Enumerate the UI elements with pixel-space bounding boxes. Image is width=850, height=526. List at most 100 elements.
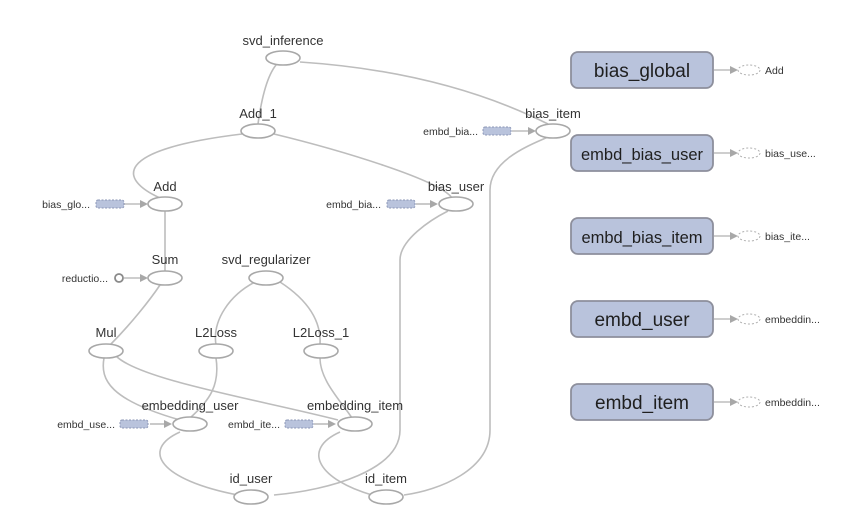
node-id-user[interactable]: id_user: [230, 471, 273, 505]
edge-l2loss-to-regularizer: [214, 281, 256, 346]
arrow-embd-bias-item: [528, 127, 536, 135]
node-embedding-item-shape: [337, 416, 373, 432]
arrow-aux-embd-bias-user: [730, 149, 738, 157]
node-add[interactable]: Add: [147, 179, 183, 212]
node-embedding-item-label: embedding_item: [307, 398, 403, 413]
edge-embuser-to-mul: [102, 357, 181, 421]
stub-embd-bias-user[interactable]: embd_bia...: [326, 199, 416, 211]
aux-node-embd-item[interactable]: embd_item embeddin...: [570, 383, 820, 421]
aux-node-embd-item-label: embd_item: [595, 393, 689, 414]
stub-embd-user[interactable]: embd_use...: [57, 419, 149, 431]
node-svd-regularizer[interactable]: svd_regularizer: [222, 252, 312, 286]
arrow-aux-bias-global: [730, 66, 738, 74]
node-bias-item-label: bias_item: [525, 106, 581, 121]
aux-node-embd-bias-user-output-ref: [737, 147, 761, 159]
stub-reduction-label: reductio...: [62, 273, 108, 285]
aux-node-embd-bias-item-output-ref: [737, 230, 761, 242]
node-l2loss[interactable]: L2Loss: [195, 325, 237, 359]
arrow-embd-item: [328, 420, 336, 428]
aux-node-embd-bias-user-output-label: bias_use...: [765, 148, 816, 160]
edge-bias-item-to-svd-inference: [299, 61, 549, 125]
edge-iditem-to-embitem: [318, 431, 373, 496]
node-add-label: Add: [153, 179, 176, 194]
node-svd-inference-shape: [265, 50, 301, 66]
stub-bias-global-label: bias_glo...: [42, 199, 90, 211]
aux-node-bias-global[interactable]: bias_global Add: [570, 51, 784, 89]
aux-node-bias-global-output-label: Add: [765, 65, 784, 77]
node-mul[interactable]: Mul: [88, 325, 124, 359]
stub-bias-global[interactable]: bias_glo...: [42, 199, 125, 211]
stub-embd-user-variable: [119, 419, 149, 429]
graph-edges: [102, 61, 732, 496]
node-l2loss-1[interactable]: L2Loss_1: [293, 325, 349, 359]
node-id-item-label: id_item: [365, 471, 407, 486]
stub-reduction[interactable]: reductio...: [62, 273, 124, 285]
stub-embd-bias-user-variable: [386, 199, 416, 209]
aux-node-embd-bias-item-label: embd_bias_item: [581, 229, 702, 247]
arrow-embd-bias-user: [430, 200, 438, 208]
stub-embd-bias-item-label: embd_bia...: [423, 126, 478, 138]
arrow-aux-embd-user: [730, 315, 738, 323]
node-sum-shape: [147, 270, 183, 286]
node-add-1-label: Add_1: [239, 106, 277, 121]
arrow-embd-user: [164, 420, 172, 428]
node-bias-user-label: bias_user: [428, 179, 485, 194]
node-id-item-shape: [368, 489, 404, 505]
node-id-user-shape: [233, 489, 269, 505]
aux-node-bias-global-output-ref: [737, 64, 761, 76]
aux-node-embd-bias-user-box: [570, 134, 714, 172]
node-add-1[interactable]: Add_1: [239, 106, 277, 139]
edge-mul-to-sum: [109, 284, 161, 346]
arrow-reduction: [140, 274, 148, 282]
node-embedding-item[interactable]: embedding_item: [307, 398, 403, 432]
stub-reduction-constant: [114, 273, 124, 283]
aux-node-embd-item-output-ref: [737, 396, 761, 408]
node-mul-shape: [88, 343, 124, 359]
stub-bias-global-variable: [95, 199, 125, 209]
node-svd-inference[interactable]: svd_inference: [243, 33, 324, 66]
aux-node-embd-item-box: [570, 383, 714, 421]
aux-node-embd-bias-user[interactable]: embd_bias_user bias_use...: [570, 134, 816, 172]
stub-embd-bias-user-label: embd_bia...: [326, 199, 381, 211]
node-embedding-user[interactable]: embedding_user: [142, 398, 240, 432]
stub-embd-item[interactable]: embd_ite...: [228, 419, 314, 431]
node-bias-user-shape: [438, 196, 474, 212]
node-l2loss-shape: [198, 343, 234, 359]
aux-node-embd-user-output-label: embeddin...: [765, 314, 820, 326]
node-id-item[interactable]: id_item: [365, 471, 407, 505]
node-bias-user[interactable]: bias_user: [428, 179, 485, 212]
stub-embd-item-variable: [284, 419, 314, 429]
edge-iduser-to-bias-user: [273, 210, 449, 496]
stub-embd-item-label: embd_ite...: [228, 419, 280, 431]
node-embedding-user-shape: [172, 416, 208, 432]
edge-embitem-to-mul: [115, 355, 339, 421]
node-svd-regularizer-label: svd_regularizer: [222, 252, 312, 267]
node-sum[interactable]: Sum: [147, 252, 183, 286]
node-l2loss-1-shape: [303, 343, 339, 359]
node-add-1-shape: [240, 123, 276, 139]
edge-iduser-to-embuser: [159, 431, 239, 496]
aux-node-embd-user-label: embd_user: [594, 310, 690, 331]
aux-node-embd-bias-item[interactable]: embd_bias_item bias_ite...: [570, 217, 810, 255]
stub-embd-bias-item-variable: [482, 126, 512, 136]
stub-embd-user-label: embd_use...: [57, 419, 115, 431]
node-l2loss-1-label: L2Loss_1: [293, 325, 349, 340]
aux-node-bias-global-label: bias_global: [594, 61, 690, 82]
aux-node-embd-item-output-label: embeddin...: [765, 397, 820, 409]
node-svd-inference-label: svd_inference: [243, 33, 324, 48]
node-bias-item[interactable]: bias_item: [525, 106, 581, 139]
arrow-aux-embd-item: [730, 398, 738, 406]
node-id-user-label: id_user: [230, 471, 273, 486]
aux-node-embd-user[interactable]: embd_user embeddin...: [570, 300, 820, 338]
edge-iditem-to-bias-item: [403, 136, 549, 496]
node-svd-regularizer-shape: [248, 270, 284, 286]
arrow-aux-embd-bias-item: [730, 232, 738, 240]
node-mul-label: Mul: [96, 325, 117, 340]
stub-embd-bias-item[interactable]: embd_bia...: [423, 126, 512, 138]
edge-embuser-to-l2loss: [189, 357, 218, 419]
node-sum-label: Sum: [152, 252, 179, 267]
aux-node-embd-bias-item-box: [570, 217, 714, 255]
aux-node-embd-user-box: [570, 300, 714, 338]
node-embedding-user-label: embedding_user: [142, 398, 240, 413]
